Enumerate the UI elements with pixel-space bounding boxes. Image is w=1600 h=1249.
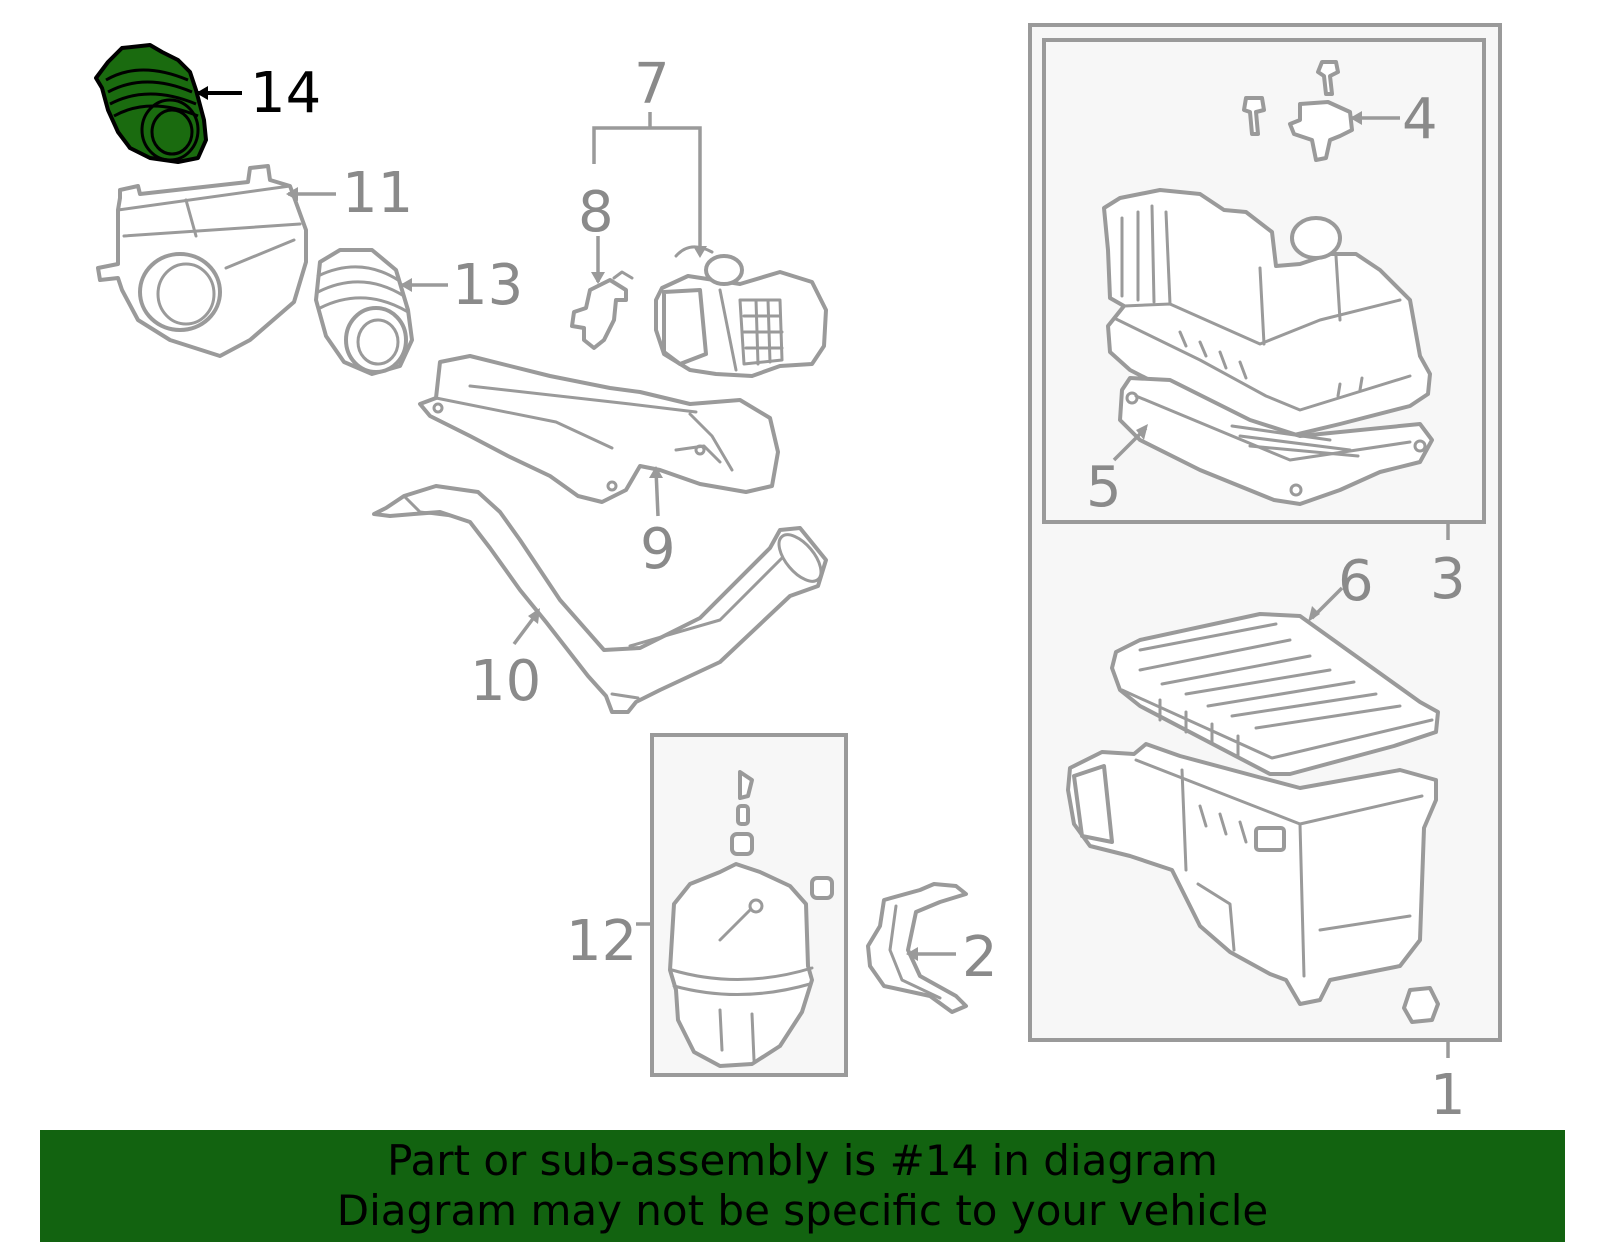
part-5-gasket[interactable] [1118,376,1434,506]
part-14-hose[interactable] [94,43,208,164]
part-10-intake-tube[interactable] [372,484,829,714]
callout-10: 10 [470,649,541,714]
callout-6: 6 [1338,549,1374,614]
bracket-7 [592,126,702,252]
info-banner: Part or sub-assembly is #14 in diagram D… [40,1130,1565,1242]
callout-9: 9 [640,517,676,582]
callout-3: 3 [1430,547,1466,612]
part-8-sensor[interactable] [570,270,634,350]
part-1-housing[interactable] [1066,742,1440,1024]
banner-line-1: Part or sub-assembly is #14 in diagram [387,1136,1218,1185]
part-12-reservoir[interactable] [668,770,834,1068]
callout-14: 14 [250,61,321,126]
callout-8: 8 [578,180,614,245]
banner-line-2: Diagram may not be specific to your vehi… [336,1186,1269,1235]
callout-5: 5 [1086,455,1122,520]
part-3-cover[interactable] [1102,188,1432,438]
part-4-sensor[interactable] [1242,60,1354,162]
part-6-filter[interactable] [1110,612,1440,776]
callout-11: 11 [342,161,413,226]
callout-2: 2 [962,925,998,990]
callout-4: 4 [1402,87,1438,152]
part-9-duct[interactable] [418,354,780,504]
part-7-throttle-body[interactable] [654,245,828,378]
part-13-hose[interactable] [314,248,414,376]
callout-1: 1 [1430,1063,1466,1128]
part-2-bracket[interactable] [866,882,968,1014]
callout-12: 12 [566,909,637,974]
callout-7: 7 [634,52,670,117]
part-11-resonator[interactable] [96,164,308,358]
callout-13: 13 [452,253,523,318]
